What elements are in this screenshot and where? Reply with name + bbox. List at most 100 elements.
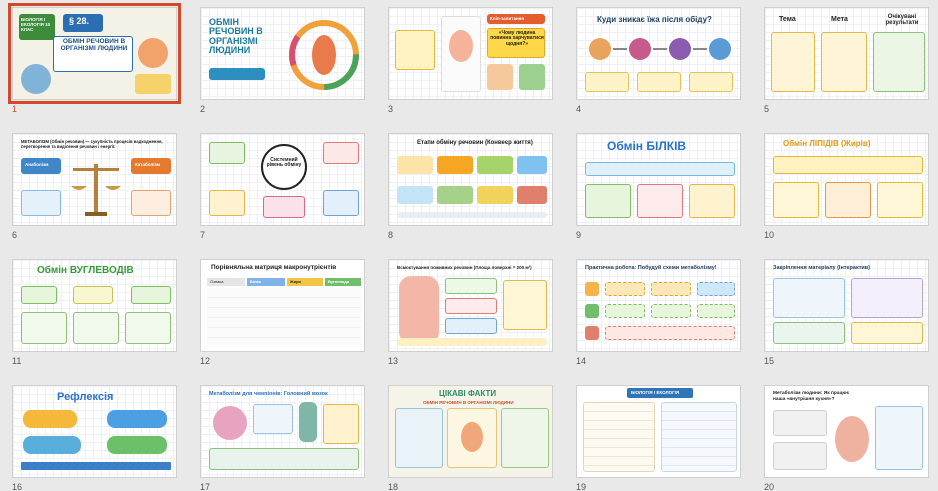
- slide-preview: Закріплення матеріалу (Інтерактив): [764, 259, 929, 352]
- slide-title: ОБМІН РЕЧОВИН В ОРГАНІЗМІ ЛЮДИНИ: [209, 17, 263, 56]
- functions-card: [21, 312, 67, 344]
- slide-preview: Обмін ЛІПІДІВ (Жирів): [764, 133, 929, 226]
- circulatory-system-card: [263, 196, 305, 218]
- regulation-card: [689, 184, 735, 218]
- match-exercise: [773, 278, 845, 318]
- scales-icon: [71, 164, 121, 216]
- epithelium-card: [445, 278, 497, 294]
- header-cell: [287, 278, 323, 286]
- header-cell: [325, 278, 361, 286]
- blank-box: [697, 282, 735, 296]
- find-error-exercise: [851, 278, 923, 318]
- header-feature: Ознака: [210, 279, 224, 284]
- arrow-icon: [613, 48, 627, 50]
- slide-preview: Обмін ВУГЛЕВОДІВ: [12, 259, 177, 352]
- slide-preview: Етапи обміну речовин (Конвеєр життя): [388, 133, 553, 226]
- slide-thumbnail-20[interactable]: Метаболізм людини: Як працює наша «внутр…: [760, 378, 938, 491]
- worksheet-left: [583, 402, 655, 472]
- skin-card: [323, 190, 359, 216]
- fact-column: [501, 408, 549, 468]
- slide-thumbnail-18[interactable]: ЦІКАВІ ФАКТИ ОБМІН РЕЧОВИН В ОРГАНІЗМІ Л…: [384, 378, 566, 491]
- stage-cells: [517, 156, 547, 174]
- reflection-bubble: [23, 436, 81, 454]
- molecules-icon: [669, 38, 691, 60]
- reflection-bubble: [107, 436, 167, 454]
- slide-thumbnail-4[interactable]: Куди зникає їжа після обіду? 4: [572, 0, 754, 118]
- anabolism-label-box: [21, 158, 61, 174]
- energy-card: [323, 404, 359, 444]
- clip-question-text: Кліп-запитання: [490, 16, 525, 21]
- goal-card: [821, 32, 867, 92]
- slide-preview: ОБМІН РЕЧОВИН В ОРГАНІЗМІ ЛЮДИНИ: [200, 7, 365, 100]
- info-card: [637, 72, 681, 92]
- blank-box: [605, 326, 735, 340]
- header-fats: Жири: [290, 279, 301, 284]
- food-plate-icon: [589, 38, 611, 60]
- slide-preview: Порівняльна матриця макронутрієнтів Озна…: [200, 259, 365, 352]
- info-panel: [135, 74, 171, 94]
- slide-number: 4: [576, 104, 582, 114]
- slide-preview: ЦІКАВІ ФАКТИ ОБМІН РЕЧОВИН В ОРГАНІЗМІ Л…: [388, 385, 553, 478]
- slide-title: Всмоктування поживних речовин (Площа пов…: [397, 265, 532, 270]
- lipid-pathway: [773, 156, 923, 174]
- info-card: [585, 72, 629, 92]
- slide-preview: Метаболізм людини: Як працює наша «внутр…: [764, 385, 929, 478]
- regulation-card: [877, 182, 923, 218]
- slide-title: ОБМІН РЕЧОВИН В ОРГАНІЗМІ ЛЮДИНИ: [60, 38, 128, 52]
- slide-title: Куди зникає їжа після обіду?: [597, 15, 712, 24]
- slide-thumbnail-14[interactable]: Практична робота: Побудуй схеми метаболі…: [572, 252, 754, 370]
- slide-title: Обмін ВУГЛЕВОДІВ: [37, 265, 134, 276]
- slide-thumbnail-12[interactable]: Порівняльна матриця макронутрієнтів Озна…: [196, 252, 378, 370]
- slide-thumbnail-7[interactable]: Системний рівень обміну 7: [196, 126, 378, 244]
- slide-thumbnail-19[interactable]: БІОЛОГІЯ І ЕКОЛОГІЯ 19: [572, 378, 754, 491]
- slide-thumbnail-13[interactable]: Всмоктування поживних речовин (Площа пов…: [384, 252, 566, 370]
- blank-box: [651, 304, 691, 318]
- slide-number: 9: [576, 230, 582, 240]
- organs-list: [875, 406, 923, 470]
- slide-thumbnail-8[interactable]: Етапи обміну речовин (Конвеєр життя) 8: [384, 126, 566, 244]
- slide-preview: Обмін БІЛКІВ: [576, 133, 741, 226]
- slide-thumbnail-15[interactable]: Закріплення матеріалу (Інтерактив) 15: [760, 252, 938, 370]
- slide-thumbnail-2[interactable]: ОБМІН РЕЧОВИН В ОРГАНІЗМІ ЛЮДИНИ 2: [196, 0, 378, 118]
- clip-question-label: [487, 14, 545, 24]
- blank-box: [605, 282, 645, 296]
- slide-title: БІОЛОГІЯ І ЕКОЛОГІЯ: [631, 390, 680, 395]
- stage-excretion: [517, 186, 547, 204]
- stage-digestion: [437, 156, 473, 174]
- fact-column: [395, 408, 443, 468]
- catabolism-label: Катаболізм: [135, 162, 160, 167]
- respiratory-system-card: [323, 142, 359, 164]
- slide-thumbnail-11[interactable]: Обмін ВУГЛЕВОДІВ 11: [8, 252, 190, 370]
- worksheet-right: [661, 402, 737, 472]
- slide-thumbnail-1[interactable]: БІОЛОГІЯ І ЕКОЛОГІЯ 10 КЛАС § 28. ОБМІН …: [8, 0, 190, 118]
- header-cell: [207, 278, 245, 286]
- glycogen-box: [131, 286, 171, 304]
- slide-number: 12: [200, 356, 211, 366]
- question-note: [395, 30, 435, 70]
- capillary-card: [445, 298, 497, 314]
- stage-energy: [477, 186, 513, 204]
- slide-thumbnail-3[interactable]: Кліп-запитання «Чому людина повинна харч…: [384, 0, 566, 118]
- column-goal: Мета: [831, 16, 848, 23]
- slide-title: «Чому людина повинна харчуватися щодня?»: [490, 30, 544, 47]
- header-carbs: Вуглеводи: [328, 279, 350, 284]
- slide-number: 6: [12, 230, 18, 240]
- slide-number: 14: [576, 356, 587, 366]
- intestine-villi-icon: [399, 276, 439, 344]
- slide-number: 2: [200, 104, 206, 114]
- slide-thumbnail-10[interactable]: Обмін ЛІПІДІВ (Жирів) 10: [760, 126, 938, 244]
- metabolism-cycle-icon: [289, 20, 359, 90]
- battery-icon: [299, 402, 317, 442]
- slide-thumbnail-17[interactable]: Метаболізм для чемпіонів: Головний мозок…: [196, 378, 378, 491]
- slide-thumbnail-9[interactable]: Обмін БІЛКІВ 9: [572, 126, 754, 244]
- slide-thumbnail-5[interactable]: Тема Мета Очікувані результати 5: [760, 0, 938, 118]
- cell-icon: [709, 38, 731, 60]
- slide-number: 3: [388, 104, 394, 114]
- slide-thumbnail-6[interactable]: МЕТАБОЛІЗМ (Обмін речовин) — сукупність …: [8, 126, 190, 244]
- slide-thumbnail-16[interactable]: Рефлексія 16: [8, 378, 190, 491]
- slide-number: 17: [200, 482, 211, 491]
- slide-number: 18: [388, 482, 399, 491]
- topic-card: [771, 32, 815, 92]
- slide-title: Рефлексія: [57, 391, 114, 403]
